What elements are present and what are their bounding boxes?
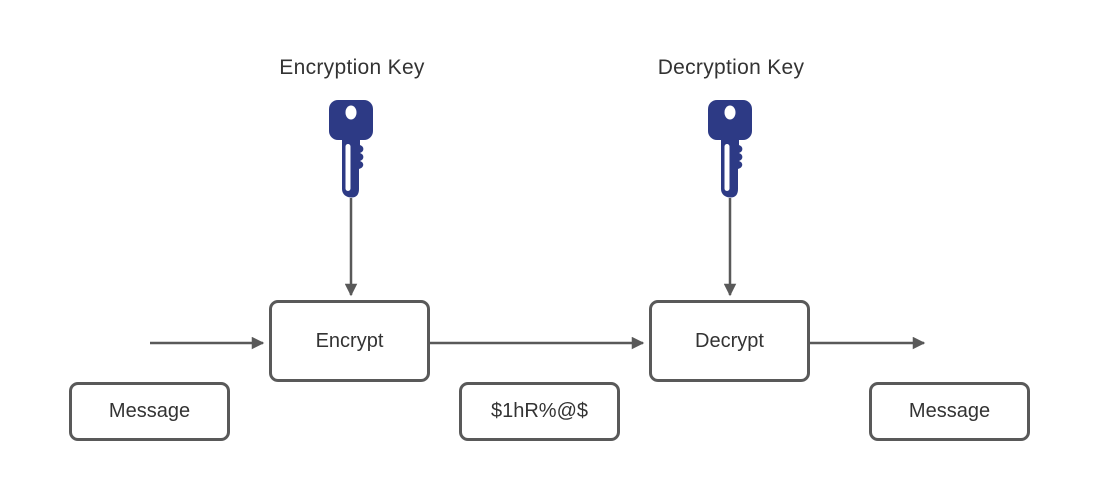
decryption-key-icon bbox=[708, 100, 752, 198]
message-in-label: Message bbox=[108, 400, 191, 422]
ciphertext-label: $1hR%@$ bbox=[490, 400, 589, 422]
decryption-key-label: Decryption Key bbox=[657, 56, 805, 79]
decrypt-box-label: Decrypt bbox=[695, 329, 764, 352]
ciphertext-box: $1hR%@$ bbox=[459, 382, 620, 441]
encryption-key-label: Encryption Key bbox=[279, 56, 425, 79]
message-out-box: Message bbox=[869, 382, 1030, 441]
message-out-label: Message bbox=[908, 400, 991, 422]
encryption-key-icon bbox=[329, 100, 373, 198]
decrypt-box: Decrypt bbox=[649, 300, 810, 382]
encrypt-box: Encrypt bbox=[269, 300, 430, 382]
message-in-box: Message bbox=[69, 382, 230, 441]
encrypt-box-label: Encrypt bbox=[315, 329, 384, 352]
